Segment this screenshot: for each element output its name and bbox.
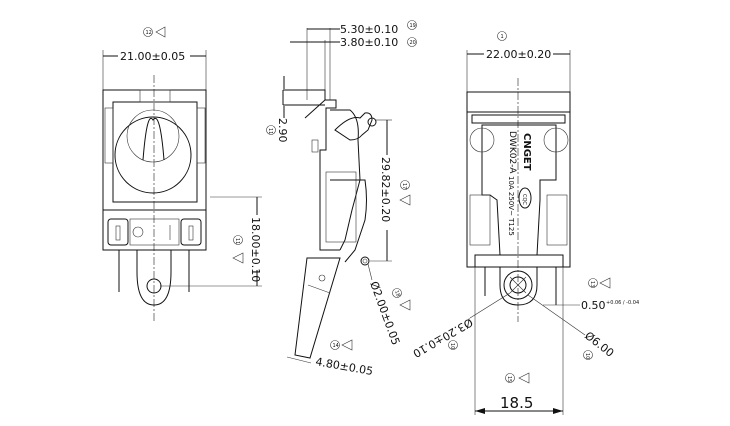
rear-view: 22.00±0.20 1 CNGET DWK02-A 10A 250V~ T12… (411, 31, 639, 415)
svg-text:15: 15 (506, 376, 512, 382)
pin-tolerance: +0.06 / -0.04 (606, 300, 639, 306)
svg-text:14: 14 (333, 343, 339, 349)
triangle-mark-icon (399, 299, 411, 311)
front-width-dim: 21.00±0.05 (120, 50, 185, 63)
svg-text:10: 10 (584, 353, 590, 359)
balloon (497, 31, 507, 41)
balloon (448, 340, 458, 350)
triangle-mark-icon (399, 194, 411, 206)
svg-text:17: 17 (401, 183, 407, 189)
front-view: 21.00±0.05 12 18.00±0.10 11 (102, 26, 262, 322)
triangle-mark-icon (518, 372, 530, 384)
side-tab-dim: 4.80±0.05 (314, 355, 374, 378)
svg-text:20: 20 (410, 40, 416, 46)
side-view: 5.30±0.10 19 3.80±0.10 20 2.90 11 (266, 20, 417, 378)
balloon (407, 37, 417, 47)
balloon (392, 288, 402, 298)
front-height-dim: 18.00±0.10 (249, 217, 262, 282)
hole-diameter-dim: Ø3.20±0.10 (411, 315, 475, 360)
balloon (583, 350, 593, 360)
triangle-mark-icon (341, 339, 353, 351)
balloon (143, 27, 153, 37)
triangle-mark-icon (155, 26, 166, 38)
triangle-mark-icon (599, 277, 611, 289)
balloon (407, 20, 417, 30)
svg-text:11: 11 (267, 128, 273, 134)
svg-text:CQC: CQC (521, 194, 527, 205)
span-dim: 18.5 (500, 394, 533, 412)
svg-text:13: 13 (589, 281, 595, 287)
triangle-mark-icon (232, 252, 244, 264)
svg-text:11: 11 (234, 238, 240, 244)
side-dim-3-80: 3.80±0.10 (340, 36, 398, 49)
svg-text:12: 12 (146, 30, 152, 36)
svg-text:19: 19 (410, 23, 416, 29)
model-marking: DWK02-A (507, 131, 517, 174)
pin-thickness-dim: 0.50 (581, 299, 606, 312)
cqc-mark (518, 187, 532, 209)
balloon (505, 373, 515, 383)
balloon (588, 278, 598, 288)
side-dim-5-30: 5.30±0.10 (340, 23, 398, 36)
rating-marking: 10A 250V~ T125 (507, 176, 515, 236)
svg-text:1: 1 (501, 34, 504, 40)
balloon (233, 235, 243, 245)
svg-text:10: 10 (449, 343, 455, 349)
brand-marking: CNGET (521, 133, 532, 171)
balloon (266, 125, 276, 135)
side-dim-2-90: 2.90 (276, 118, 289, 143)
rear-width-dim: 22.00±0.20 (486, 48, 551, 61)
svg-text:18: 18 (393, 290, 401, 298)
side-dim-29-82: 29.82±0.20 (379, 157, 392, 222)
balloon (400, 180, 410, 190)
balloon (330, 340, 340, 350)
